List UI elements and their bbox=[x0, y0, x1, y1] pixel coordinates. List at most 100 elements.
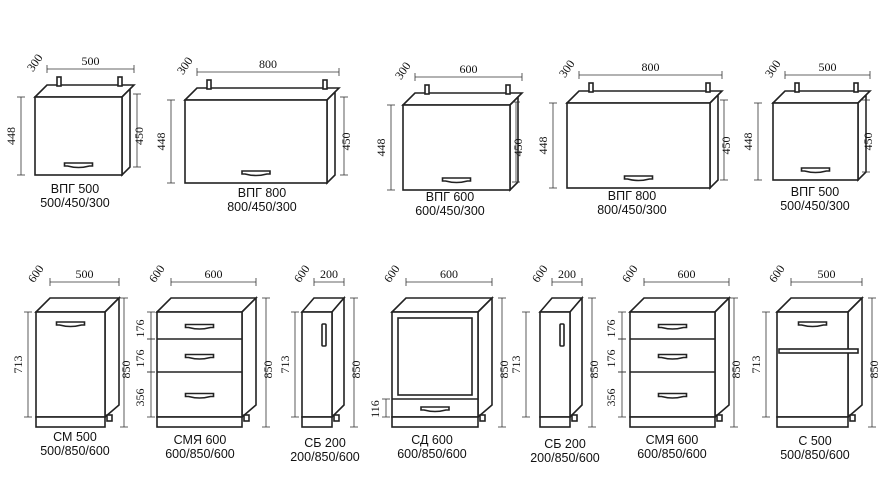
cabinet-top bbox=[33, 84, 136, 98]
cabinet-name: ВПГ 500 bbox=[51, 182, 99, 196]
cabinet-name: СД 600 bbox=[411, 433, 453, 447]
handle-icon bbox=[184, 323, 215, 330]
cabinet-dimensions: 500/850/600 bbox=[780, 448, 850, 462]
depth-label: 600 bbox=[146, 262, 168, 285]
mount-bracket-icon bbox=[206, 79, 212, 90]
cabinet-front bbox=[776, 311, 849, 418]
cabinet-dimensions: 800/450/300 bbox=[227, 200, 297, 214]
cabinet-side bbox=[326, 90, 336, 185]
width-label: 500 bbox=[818, 267, 836, 281]
height-label: 850 bbox=[261, 361, 275, 379]
cabinet-name: С 500 bbox=[798, 434, 831, 448]
handle-icon bbox=[657, 392, 688, 399]
mount-bracket-icon bbox=[117, 76, 123, 87]
cabinet-side bbox=[714, 296, 730, 419]
depth-label: 600 bbox=[766, 262, 788, 285]
handle-icon bbox=[657, 353, 688, 360]
cabinet-dimensions: 600/850/600 bbox=[637, 447, 707, 461]
depth-label: 300 bbox=[24, 51, 46, 74]
leg-icon bbox=[333, 414, 340, 422]
cabinet-name: СБ 200 bbox=[304, 436, 346, 450]
mount-bracket-icon bbox=[853, 82, 859, 93]
leg-icon bbox=[479, 414, 486, 422]
front-height-label: 448 bbox=[374, 139, 388, 157]
cabinet-side bbox=[104, 296, 120, 419]
front-height-label: 713 bbox=[509, 356, 523, 374]
cabinet-name: СМ 500 bbox=[53, 430, 97, 444]
height-label: 850 bbox=[349, 361, 363, 379]
depth-label: 300 bbox=[762, 57, 784, 80]
front-height-label: 448 bbox=[536, 137, 550, 155]
mount-bracket-icon bbox=[56, 76, 62, 87]
height-label: 850 bbox=[497, 361, 511, 379]
mount-bracket-icon bbox=[705, 82, 711, 93]
depth-label: 600 bbox=[619, 262, 641, 285]
cabinet-front bbox=[402, 104, 511, 191]
drawer-height-label: 176 bbox=[604, 350, 618, 368]
cabinet-front bbox=[566, 102, 711, 189]
plinth bbox=[539, 416, 571, 428]
handle-icon bbox=[559, 323, 565, 347]
plinth bbox=[301, 416, 333, 428]
width-label: 800 bbox=[259, 57, 277, 71]
depth-label: 600 bbox=[291, 262, 313, 285]
plinth bbox=[156, 416, 243, 428]
cabinet-front bbox=[301, 311, 333, 418]
handle-icon bbox=[441, 177, 472, 184]
width-label: 600 bbox=[205, 267, 223, 281]
front-height-label: 448 bbox=[741, 133, 755, 151]
cabinet-side bbox=[241, 296, 257, 419]
mount-bracket-icon bbox=[588, 82, 594, 93]
plinth bbox=[35, 416, 106, 428]
width-label: 600 bbox=[460, 62, 478, 76]
height-label: 850 bbox=[729, 361, 743, 379]
depth-label: 300 bbox=[392, 59, 414, 82]
depth-label: 600 bbox=[381, 262, 403, 285]
handle-icon bbox=[55, 321, 86, 328]
height-label: 450 bbox=[132, 127, 146, 145]
height-label: 850 bbox=[587, 361, 601, 379]
oven-niche bbox=[397, 317, 473, 396]
width-label: 600 bbox=[440, 267, 458, 281]
cabinet-name: ВПГ 800 bbox=[238, 186, 286, 200]
plinth bbox=[776, 416, 849, 428]
depth-label: 300 bbox=[174, 54, 196, 77]
handle-icon bbox=[184, 392, 215, 399]
cabinet-top bbox=[183, 87, 341, 101]
cabinet-front bbox=[34, 96, 123, 176]
cabinet-top bbox=[771, 90, 872, 104]
cabinet-name: СМЯ 600 bbox=[174, 433, 227, 447]
mount-bracket-icon bbox=[424, 84, 430, 95]
drawer-height-label: 176 bbox=[133, 350, 147, 368]
cabinet-dimensions: 800/450/300 bbox=[597, 203, 667, 217]
leg-icon bbox=[243, 414, 250, 422]
height-label: 850 bbox=[867, 361, 881, 379]
cabinet-dimensions: 200/850/600 bbox=[290, 450, 360, 464]
drawer-height-label: 176 bbox=[133, 320, 147, 338]
cabinet-front bbox=[35, 311, 106, 418]
cabinet-dimensions: 200/850/600 bbox=[530, 451, 600, 465]
leg-icon bbox=[571, 414, 578, 422]
leg-icon bbox=[716, 414, 723, 422]
height-label: 450 bbox=[719, 137, 733, 155]
mount-bracket-icon bbox=[794, 82, 800, 93]
cabinet-dimensions: 500/450/300 bbox=[40, 196, 110, 210]
cabinet-name: СМЯ 600 bbox=[646, 433, 699, 447]
width-label: 600 bbox=[678, 267, 696, 281]
handle-icon bbox=[623, 175, 654, 182]
cabinet-dimensions: 500/450/300 bbox=[780, 199, 850, 213]
front-height-label: 713 bbox=[278, 356, 292, 374]
width-label: 800 bbox=[642, 60, 660, 74]
cabinet-name: СБ 200 bbox=[544, 437, 586, 451]
cabinet-side bbox=[121, 87, 131, 177]
handle-icon bbox=[797, 321, 828, 328]
cabinet-side bbox=[569, 295, 583, 419]
cabinet-name: ВПГ 600 bbox=[426, 190, 474, 204]
